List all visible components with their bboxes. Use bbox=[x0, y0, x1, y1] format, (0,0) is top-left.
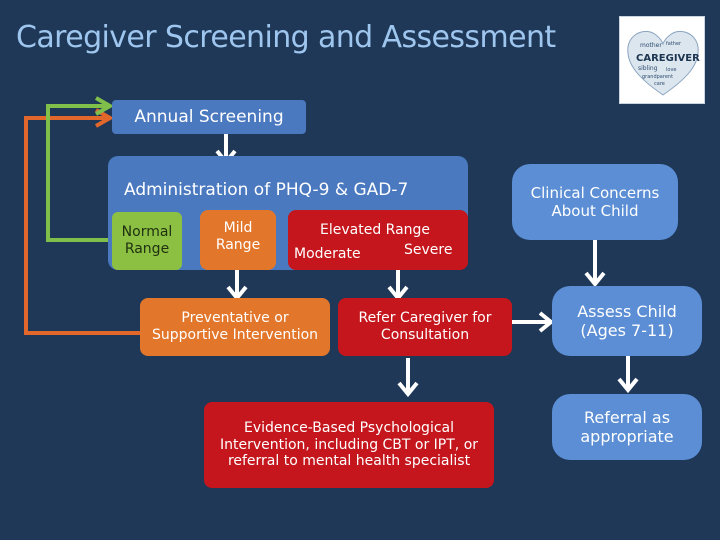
svg-text:father: father bbox=[666, 41, 682, 47]
administration-label: Administration of PHQ-9 & GAD-7 bbox=[124, 180, 409, 200]
slide-title: Caregiver Screening and Assessment bbox=[16, 20, 556, 55]
elevated-range-label: Elevated Range bbox=[320, 222, 431, 238]
arrowhead-refer-to-evidence bbox=[397, 381, 419, 398]
feedback-arrowhead-green bbox=[95, 96, 115, 116]
referral-box: Referral as appropriate bbox=[552, 394, 702, 460]
svg-text:CAREGIVER: CAREGIVER bbox=[636, 53, 700, 64]
elevated-range-box: Elevated Range Moderate Severe bbox=[288, 210, 468, 270]
arrowhead-refer-to-assess bbox=[538, 311, 555, 333]
svg-text:grandparent: grandparent bbox=[642, 74, 673, 80]
caregiver-heart-logo: mother father CAREGIVER sibling love gra… bbox=[619, 16, 705, 104]
svg-text:mother: mother bbox=[640, 42, 662, 49]
annual-screening-box: Annual Screening bbox=[112, 100, 306, 134]
clinical-concerns-box: Clinical Concerns About Child bbox=[512, 164, 678, 240]
svg-text:love: love bbox=[666, 67, 676, 73]
svg-text:care: care bbox=[654, 81, 665, 87]
svg-text:sibling: sibling bbox=[638, 65, 658, 72]
feedback-arrow-green bbox=[46, 104, 112, 242]
refer-caregiver-box: Refer Caregiver for Consultation bbox=[338, 298, 512, 356]
arrowhead-elevated-to-refer bbox=[387, 285, 409, 302]
heart-word-cloud-icon: mother father CAREGIVER sibling love gra… bbox=[627, 31, 700, 96]
feedback-arrowhead-orange bbox=[95, 108, 115, 128]
severe-label: Severe bbox=[404, 242, 453, 258]
normal-range-box: Normal Range bbox=[112, 212, 182, 270]
arrowhead-concerns-to-assess bbox=[584, 271, 606, 288]
arrowhead-mild-to-preventative bbox=[226, 285, 248, 302]
assess-child-box: Assess Child (Ages 7-11) bbox=[552, 286, 702, 356]
evidence-based-intervention-box: Evidence-Based Psychological Interventio… bbox=[204, 402, 494, 488]
arrowhead-assess-to-referral bbox=[617, 377, 639, 394]
mild-range-box: Mild Range bbox=[200, 210, 276, 270]
preventative-intervention-box: Preventative or Supportive Intervention bbox=[140, 298, 330, 356]
moderate-label: Moderate bbox=[294, 246, 361, 262]
